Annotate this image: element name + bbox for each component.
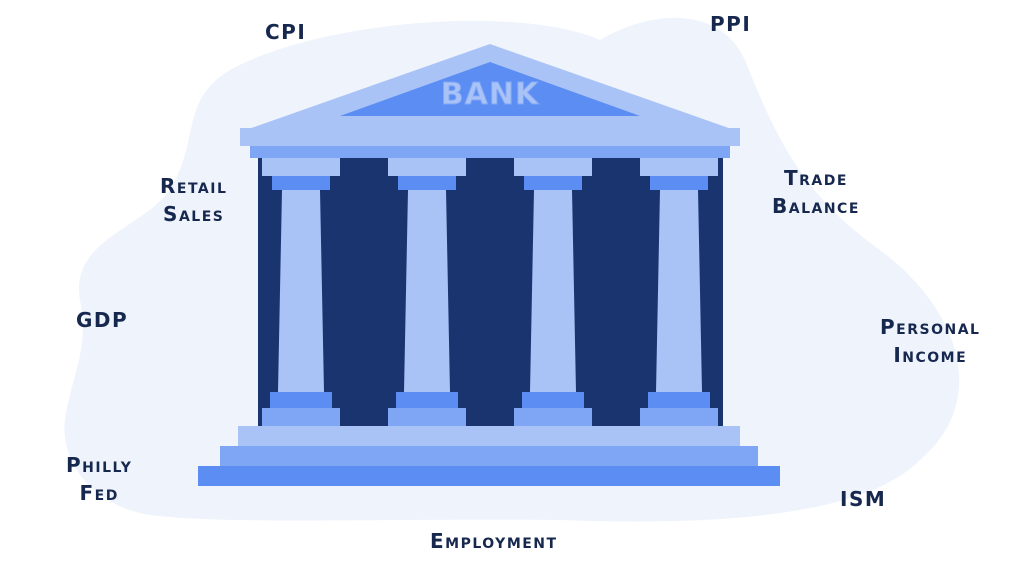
label-ppi: PPI <box>710 12 752 36</box>
label-philly-fed: Philly Fed <box>66 453 133 505</box>
column-3 <box>514 158 592 426</box>
label-employment: Employment <box>430 529 558 553</box>
label-ism: ISM <box>840 487 887 511</box>
bank-interior <box>258 158 723 426</box>
step-middle <box>220 446 758 466</box>
step-top <box>238 426 740 446</box>
bank-roof: BANK <box>240 44 740 132</box>
column-2 <box>388 158 466 426</box>
label-personal-income: Personal Income <box>880 315 981 367</box>
label-trade-balance: Trade Balance <box>772 166 860 218</box>
column-1 <box>262 158 340 426</box>
entablature-bottom <box>250 146 730 158</box>
step-bottom <box>198 466 780 486</box>
column-4 <box>640 158 718 426</box>
label-cpi: CPI <box>265 20 307 44</box>
label-gdp: GDP <box>76 308 129 332</box>
bank-label: BANK <box>441 77 540 112</box>
label-retail-sales: Retail Sales <box>160 174 228 226</box>
entablature-top <box>240 128 740 146</box>
